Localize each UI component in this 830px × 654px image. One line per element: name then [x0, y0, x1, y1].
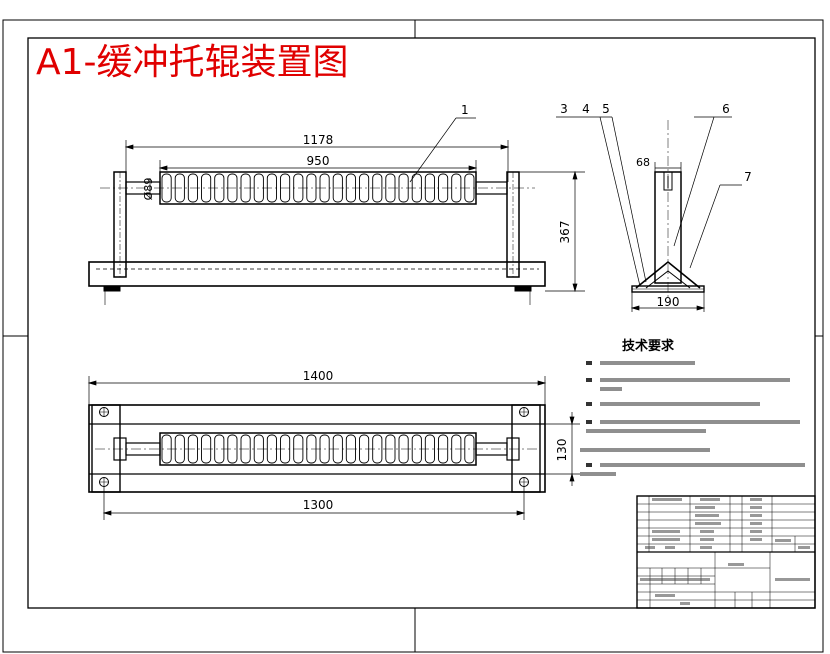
drawing-title: A1-缓冲托辊装置图 [36, 42, 349, 83]
tech-notes [580, 361, 805, 476]
front-diameter: Ø89 [142, 178, 155, 201]
center-marks [3, 20, 823, 652]
inner-frame [27, 37, 816, 609]
front-view [88, 171, 546, 305]
title-block [636, 495, 816, 609]
side-view [631, 120, 705, 300]
top-dimensions [87, 376, 580, 520]
front-dimensions [124, 117, 585, 293]
front-height: 367 [558, 221, 572, 244]
base-rail [88, 261, 546, 287]
tech-heading: 技术要求 [622, 338, 675, 354]
callout-4: 4 [582, 102, 590, 116]
side-base-dim: 190 [657, 295, 680, 309]
callout-6: 6 [722, 102, 730, 116]
callout-7: 7 [744, 170, 752, 184]
front-total-length: 1178 [303, 133, 334, 147]
callout-5: 5 [602, 102, 610, 116]
front-roller-length: 950 [307, 154, 330, 168]
top-hole-spacing: 1300 [303, 498, 334, 512]
callout-1: 1 [461, 103, 469, 117]
top-frame [88, 404, 546, 493]
top-width: 130 [555, 439, 569, 462]
side-dimensions [556, 116, 742, 312]
top-view [88, 404, 546, 493]
outer-frame [2, 19, 824, 653]
side-top-dim: 68 [636, 156, 650, 169]
callout-3: 3 [560, 102, 568, 116]
top-total-length: 1400 [303, 369, 334, 383]
